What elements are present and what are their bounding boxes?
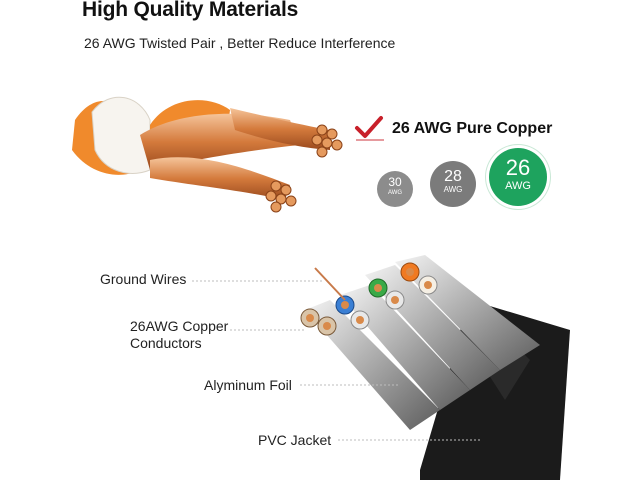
- cable-cross-section-image: [300, 255, 570, 480]
- callout-foil: Alyminum Foil: [204, 377, 292, 393]
- callout-ground-wires: Ground Wires: [100, 271, 187, 287]
- twisted-pair-image: [72, 96, 343, 213]
- gauge-value: 26: [505, 155, 531, 180]
- page-subtitle: 26 AWG Twisted Pair , Better Reduce Inte…: [84, 35, 396, 51]
- copper-label: 26 AWG Pure Copper: [392, 120, 553, 137]
- page-title: High Quality Materials: [82, 0, 299, 21]
- gauge-badge-30: 30 AWG: [377, 171, 413, 207]
- callout-lines: [192, 280, 480, 441]
- gauge-badge-26: 26 AWG: [489, 148, 547, 206]
- callout-copper-line2: Conductors: [130, 335, 202, 351]
- check-icon: [355, 116, 384, 141]
- gauge-badge-28: 28 AWG: [430, 161, 476, 207]
- callout-copper-line1: 26AWG Copper: [130, 318, 229, 334]
- gauge-value: 28: [444, 168, 462, 185]
- callout-pvc-jacket: PVC Jacket: [258, 432, 332, 448]
- gauge-value: 30: [388, 175, 402, 189]
- gauge-unit: AWG: [387, 190, 403, 196]
- gauge-unit: AWG: [443, 185, 463, 194]
- gauge-unit: AWG: [505, 180, 531, 192]
